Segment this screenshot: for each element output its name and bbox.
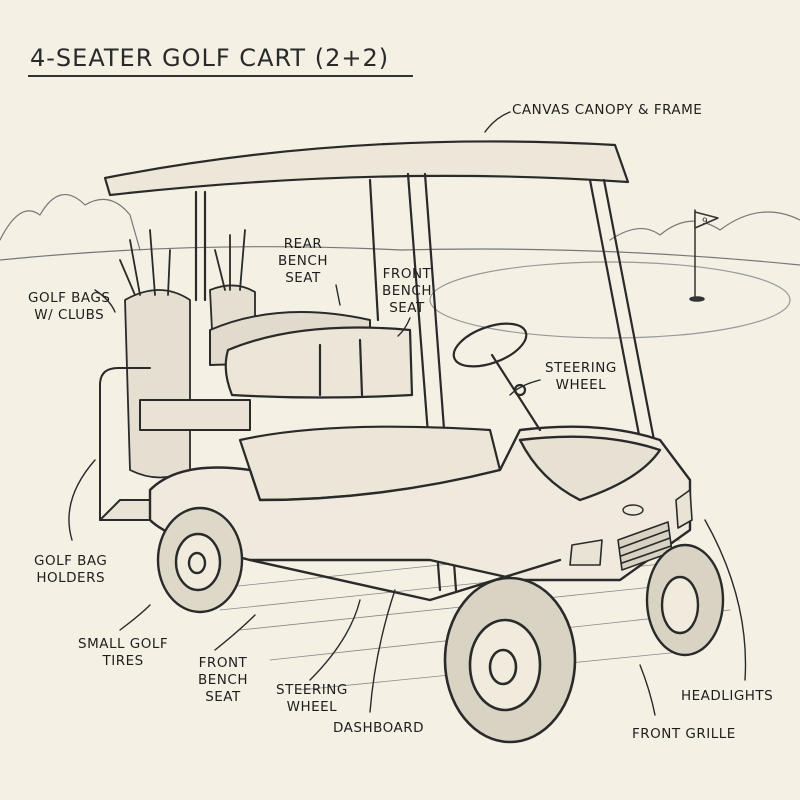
headlights: [569, 489, 693, 566]
label-steering-wheel-bottom: STEERING WHEEL: [276, 682, 348, 716]
label-line: BENCH: [198, 672, 248, 688]
diagram-title: 4-SEATER GOLF CART (2+2): [30, 44, 390, 72]
label-golf-bag-holders: GOLF BAG HOLDERS: [34, 553, 107, 587]
front-bench-seat: [224, 326, 502, 502]
label-line: STEERING: [276, 682, 348, 698]
title-underline: [28, 75, 413, 77]
label-canopy: CANVAS CANOPY & FRAME: [512, 102, 703, 118]
label-line: HOLDERS: [36, 570, 106, 586]
label-pointers: [68, 111, 747, 716]
canopy: [103, 140, 656, 592]
label-line: TIRES: [102, 653, 144, 669]
label-line: SEAT: [205, 689, 241, 705]
flag-number: 9: [702, 217, 708, 227]
label-line: FRONT: [198, 655, 248, 671]
flag-pin: [689, 209, 719, 302]
label-line: GOLF BAG: [34, 553, 108, 569]
rear-left-wheel: [156, 506, 244, 614]
label-line: W/ CLUBS: [34, 307, 105, 323]
label-dashboard: DASHBOARD: [333, 720, 425, 736]
steering-wheel: [452, 322, 542, 432]
label-line: SEAT: [285, 270, 321, 286]
label-line: FRONT: [382, 266, 432, 282]
label-line: WHEEL: [286, 699, 338, 715]
label-golf-bags: GOLF BAGS W/ CLUBS: [28, 290, 110, 324]
label-line: GOLF BAGS: [28, 290, 111, 306]
label-line: WHEEL: [555, 377, 607, 393]
label-line: SEAT: [389, 300, 425, 316]
label-headlights: HEADLIGHTS: [681, 688, 774, 704]
label-front-grille: FRONT GRILLE: [632, 726, 736, 742]
label-line: BENCH: [382, 283, 432, 299]
front-left-wheel: [443, 576, 577, 744]
label-rear-bench-seat: REAR BENCH SEAT: [278, 236, 328, 287]
emblem: [622, 504, 644, 516]
label-line: BENCH: [278, 253, 328, 269]
label-small-golf-tires: SMALL GOLF TIRES: [78, 636, 168, 670]
background-trees: [0, 194, 800, 339]
label-front-bench-seat-top: FRONT BENCH SEAT: [382, 266, 432, 317]
front-right-wheel: [645, 543, 725, 657]
label-line: REAR: [283, 236, 323, 252]
label-steering-wheel-top: STEERING WHEEL: [545, 360, 617, 394]
label-line: STEERING: [545, 360, 617, 376]
label-line: SMALL GOLF: [78, 636, 169, 652]
label-front-bench-seat-bottom: FRONT BENCH SEAT: [198, 655, 248, 706]
